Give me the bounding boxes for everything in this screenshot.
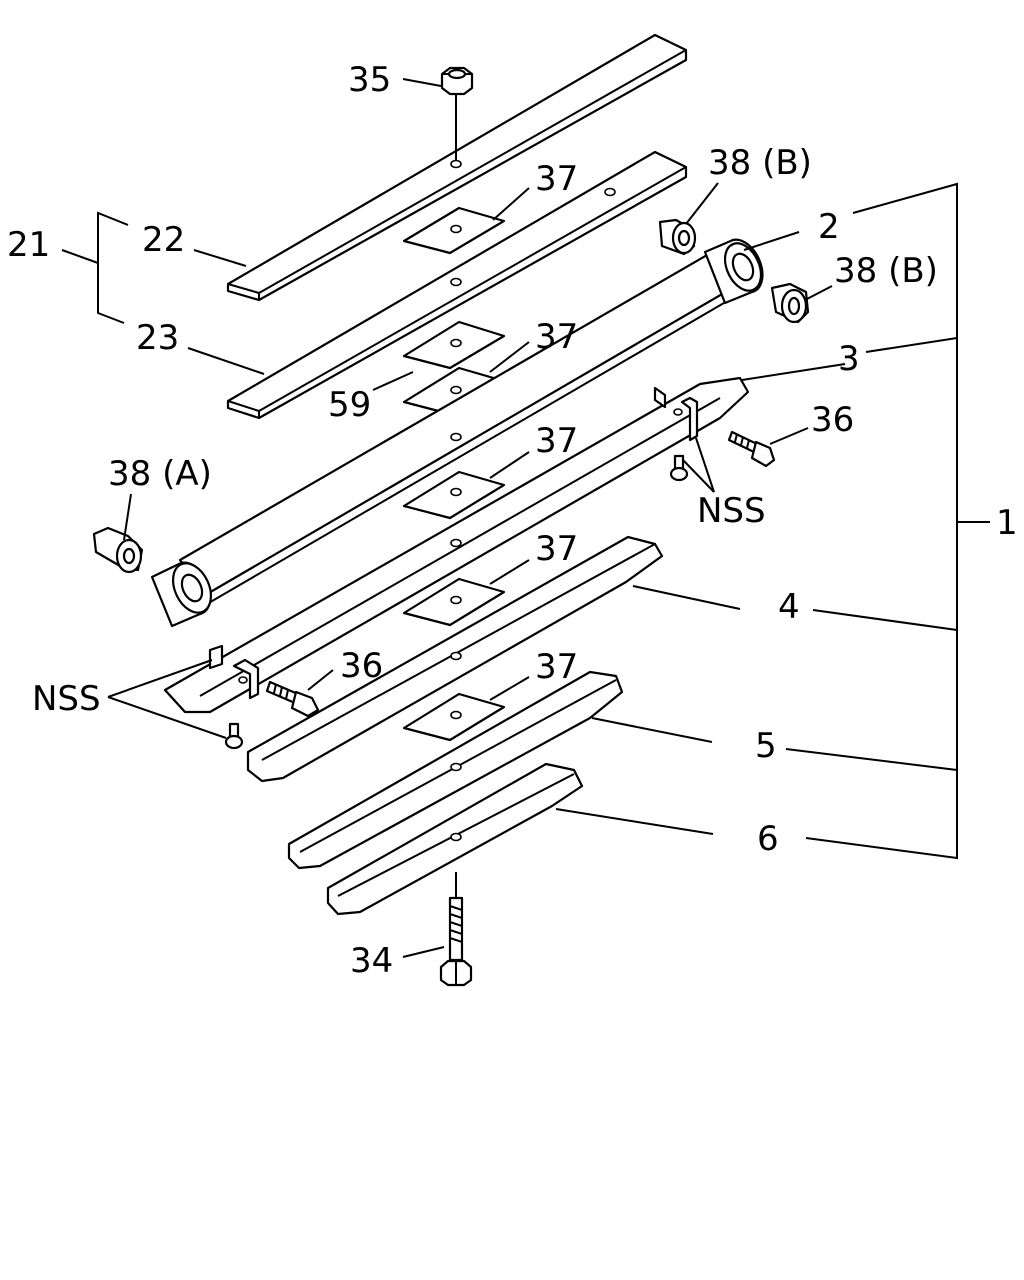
- bushing-38-a: [92, 526, 144, 574]
- label-nss-left: NSS: [32, 679, 101, 719]
- leaf-5: [287, 670, 624, 870]
- label-leaf-4: 4: [778, 587, 800, 627]
- label-helper-leaf-23: 23: [136, 318, 179, 358]
- label-helper-assembly-21: 21: [7, 225, 50, 265]
- spacer-59: [402, 320, 506, 370]
- leader-lines: [107, 78, 846, 958]
- helper-leaf-22: [226, 33, 688, 302]
- label-liner-37-1: 37: [535, 159, 578, 199]
- rivet-nss-left: [224, 722, 244, 750]
- label-assembly-1: 1: [996, 503, 1018, 543]
- nut-35: [440, 66, 474, 160]
- bracket-1: [785, 182, 990, 860]
- label-leaf-5: 5: [755, 726, 777, 766]
- helper-leaf-23: [226, 150, 688, 420]
- label-liner-37-5: 37: [535, 647, 578, 687]
- label-center-bolt-34: 34: [350, 941, 393, 981]
- bracket-21: [61, 211, 129, 324]
- label-leaf-3: 3: [838, 339, 860, 379]
- label-leaf-6: 6: [757, 819, 779, 859]
- leaf-6: [326, 762, 584, 916]
- leaf-3: [163, 376, 750, 714]
- label-bushing-38-b-lower: 38 (B): [834, 251, 938, 291]
- rivet-nss-right: [669, 454, 689, 482]
- label-nut-35: 35: [348, 60, 391, 100]
- label-clip-bolt-36-left: 36: [340, 646, 383, 686]
- label-nss-right: NSS: [697, 491, 766, 531]
- label-leaf-2: 2: [818, 207, 840, 247]
- bushing-38-b-upper: [658, 218, 697, 256]
- liner-37-c: [402, 470, 506, 520]
- label-liner-37-2: 37: [535, 317, 578, 357]
- center-bolt-34: [439, 872, 473, 987]
- label-bushing-38-b-upper: 38 (B): [708, 143, 812, 183]
- label-bushing-38-a: 38 (A): [108, 454, 212, 494]
- label-spacer-59: 59: [328, 385, 371, 425]
- clip-bolt-36-right: [727, 430, 776, 468]
- label-liner-37-4: 37: [535, 529, 578, 569]
- label-clip-bolt-36-right: 36: [811, 400, 854, 440]
- clip-bolt-36-left: [265, 680, 320, 718]
- label-liner-37-3: 37: [535, 421, 578, 461]
- label-helper-leaf-22: 22: [142, 220, 185, 260]
- leaf-4: [246, 535, 664, 783]
- main-leaf-2: [150, 238, 764, 628]
- bushing-38-b-lower: [770, 282, 810, 324]
